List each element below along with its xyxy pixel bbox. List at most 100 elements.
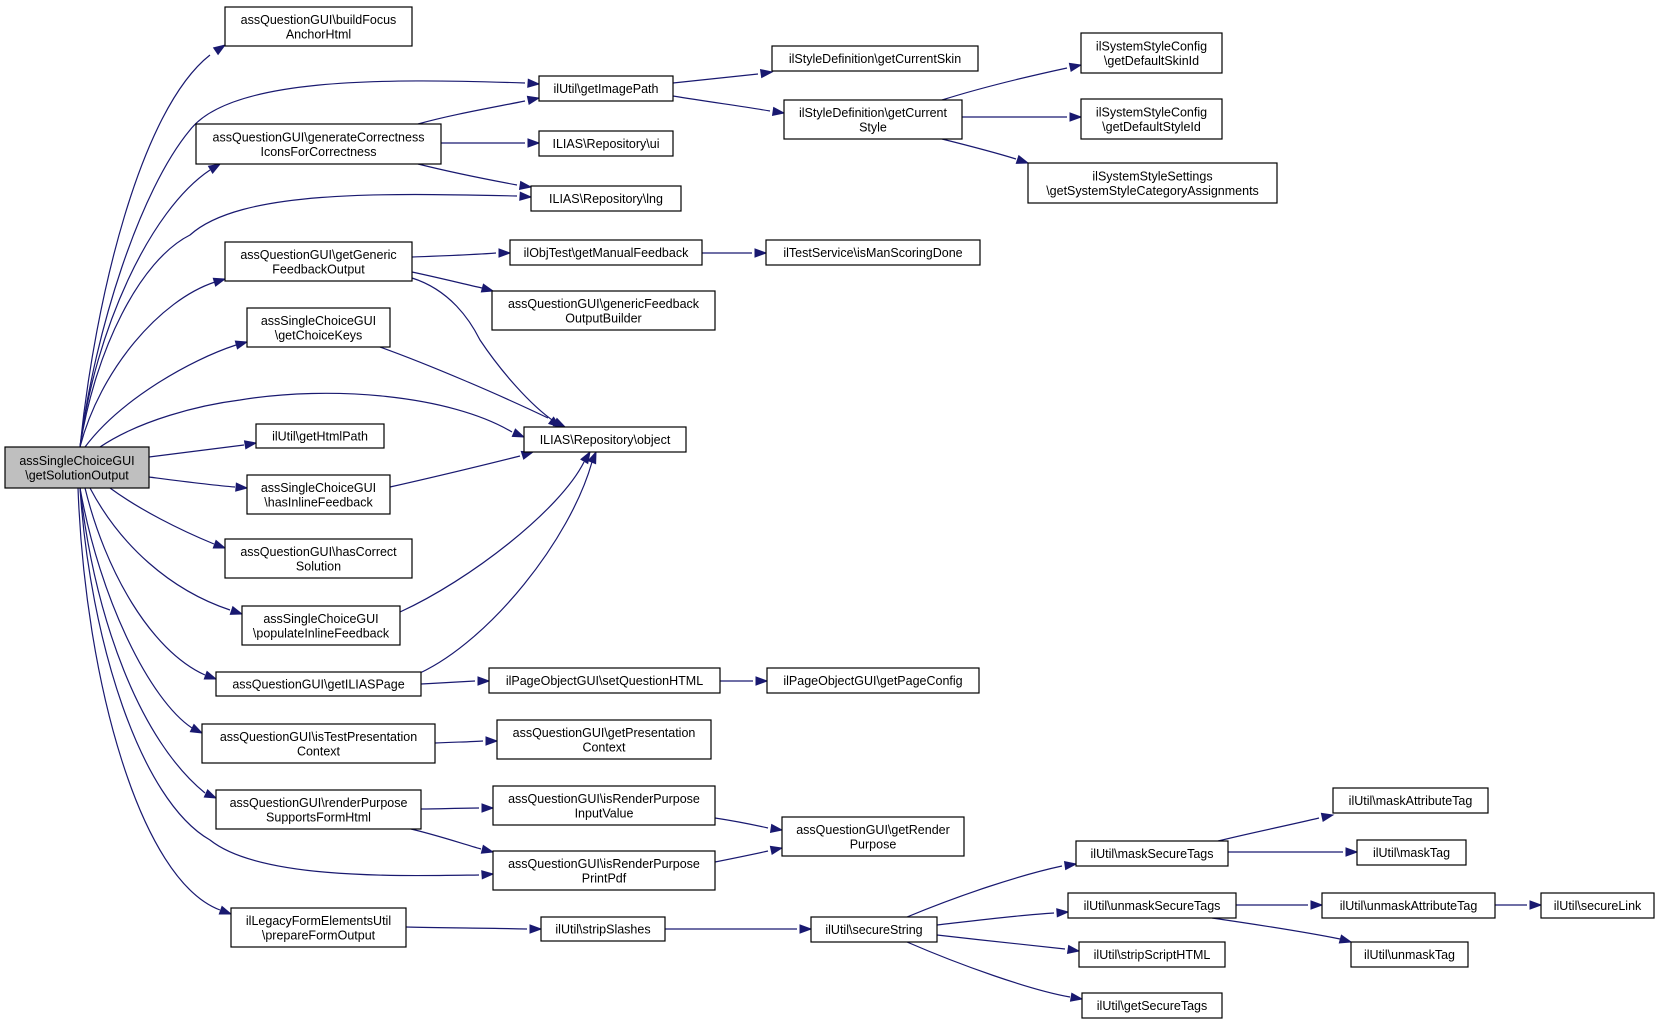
edge-line xyxy=(941,138,1017,160)
edge-hasInlineFb-repoObject xyxy=(389,450,535,488)
node-getChoiceKeys[interactable]: assSingleChoiceGUI\getChoiceKeys xyxy=(246,307,391,348)
edge-isRenderInput-getRenderPurpose xyxy=(714,817,784,834)
node-maskAttrTag[interactable]: ilUtil\maskAttributeTag xyxy=(1332,787,1489,814)
node-getCurrentSkin[interactable]: ilStyleDefinition\getCurrentSkin xyxy=(771,45,979,72)
arrowhead-icon xyxy=(518,180,533,191)
node-genericFbBuilder[interactable]: assQuestionGUI\genericFeedbackOutputBuil… xyxy=(491,290,716,331)
node-isManScoring[interactable]: ilTestService\isManScoringDone xyxy=(765,239,981,266)
node-box xyxy=(523,426,687,453)
edge-root-getGenericFb xyxy=(79,277,227,448)
node-getILIASPage[interactable]: assQuestionGUI\getILIASPage xyxy=(215,671,422,697)
edge-line xyxy=(148,476,236,488)
node-label: assSingleChoiceGUI xyxy=(19,454,134,468)
edge-line xyxy=(79,487,193,729)
node-box xyxy=(1027,162,1278,204)
edge-genCorr-getImagePath xyxy=(417,95,541,125)
node-secureString[interactable]: ilUtil\secureString xyxy=(810,916,938,943)
node-getHtmlPath[interactable]: ilUtil\getHtmlPath xyxy=(255,423,385,449)
edge-line xyxy=(434,740,484,744)
node-box xyxy=(224,538,413,579)
node-setQuestionHTML[interactable]: ilPageObjectGUI\setQuestionHTML xyxy=(488,667,721,694)
edge-root-hasCorrectSol xyxy=(109,487,227,549)
edge-line xyxy=(906,941,1071,998)
node-genCorr[interactable]: assQuestionGUI\generateCorrectnessIconsF… xyxy=(195,123,442,165)
arrowhead-icon xyxy=(1066,944,1081,955)
node-renderPurpose[interactable]: assQuestionGUI\renderPurposeSupportsForm… xyxy=(215,789,422,830)
node-repoObject[interactable]: ILIAS\Repository\object xyxy=(523,426,687,453)
node-unmaskSecure[interactable]: ilUtil\unmaskSecureTags xyxy=(1067,892,1237,919)
edge-line xyxy=(410,828,482,850)
edge-line xyxy=(148,444,245,458)
arrowhead-icon xyxy=(207,163,222,174)
node-box xyxy=(246,307,391,348)
arrowhead-icon xyxy=(212,277,227,287)
arrowhead-icon xyxy=(218,905,233,915)
arrowhead-icon xyxy=(526,95,541,106)
arrowhead-icon xyxy=(799,924,813,934)
node-getPageConfig[interactable]: ilPageObjectGUI\getPageConfig xyxy=(766,667,980,694)
node-label: ilUtil\stripScriptHTML xyxy=(1094,948,1211,962)
arrowhead-icon xyxy=(771,106,786,117)
edge-root-buildFocus xyxy=(79,44,227,448)
node-unmaskAttrTag[interactable]: ilUtil\unmaskAttributeTag xyxy=(1321,892,1496,919)
edge-root-getILIASPage xyxy=(84,487,218,680)
node-box xyxy=(496,719,712,760)
arrowhead-icon xyxy=(1056,908,1070,918)
node-unmaskTag[interactable]: ilUtil\unmaskTag xyxy=(1350,941,1469,968)
node-label: Context xyxy=(297,744,341,758)
edge-line xyxy=(79,487,480,877)
edge-line xyxy=(379,346,549,419)
arrowhead-icon xyxy=(1529,900,1543,910)
arrowhead-icon xyxy=(481,870,495,880)
node-getManualFb[interactable]: ilObjTest\getManualFeedback xyxy=(509,239,703,266)
arrowhead-icon xyxy=(547,416,562,428)
node-box xyxy=(781,816,965,857)
node-maskTag[interactable]: ilUtil\maskTag xyxy=(1356,839,1467,866)
node-catAssign[interactable]: ilSystemStyleSettings\getSystemStyleCate… xyxy=(1027,162,1278,204)
edge-maskSecure-maskTag xyxy=(1228,847,1359,857)
node-repoLng[interactable]: ILIAS\Repository\lng xyxy=(530,185,682,212)
node-defaultStyleId[interactable]: ilSystemStyleConfig\getDefaultStyleId xyxy=(1080,98,1223,140)
node-label: ilUtil\stripSlashes xyxy=(555,923,650,937)
node-getImagePath[interactable]: ilUtil\getImagePath xyxy=(538,75,674,102)
node-repoUi[interactable]: ILIAS\Repository\ui xyxy=(538,130,674,157)
edge-getCurrentStyle-defaultStyleId xyxy=(962,112,1083,122)
node-getSecureTags[interactable]: ilUtil\getSecureTags xyxy=(1081,992,1223,1019)
edge-getCurrentStyle-catAssign xyxy=(941,138,1030,164)
arrowhead-icon xyxy=(1068,62,1083,73)
edge-getCurrentStyle-defaultSkinId xyxy=(941,62,1083,101)
node-box xyxy=(1332,787,1489,814)
node-hasInlineFb[interactable]: assSingleChoiceGUI\hasInlineFeedback xyxy=(246,474,391,515)
node-stripScript[interactable]: ilUtil\stripScriptHTML xyxy=(1078,941,1226,968)
node-maskSecure[interactable]: ilUtil\maskSecureTags xyxy=(1075,840,1229,867)
node-defaultSkinId[interactable]: ilSystemStyleConfig\getDefaultSkinId xyxy=(1080,32,1223,74)
edge-secureString-unmaskSecure xyxy=(936,908,1070,926)
edge-maskSecure-maskAttrTag xyxy=(1217,812,1335,842)
node-root[interactable]: assSingleChoiceGUI\getSolutionOutput xyxy=(4,446,150,489)
node-label: InputValue xyxy=(575,806,634,820)
node-populateInline[interactable]: assSingleChoiceGUI\populateInlineFeedbac… xyxy=(241,605,401,646)
arrowhead-icon xyxy=(769,823,784,834)
arrowhead-icon xyxy=(234,340,249,350)
node-box xyxy=(4,446,150,489)
node-stripSlashes[interactable]: ilUtil\stripSlashes xyxy=(540,916,666,942)
node-secureLink[interactable]: ilUtil\secureLink xyxy=(1540,892,1655,919)
node-box xyxy=(538,130,674,157)
edge-getGenericFb-genericFbBuilder xyxy=(411,271,495,293)
arrowhead-icon xyxy=(189,723,204,734)
node-legacyForm[interactable]: ilLegacyFormElementsUtil\prepareFormOutp… xyxy=(230,907,407,948)
edge-getManualFb-isManScoring xyxy=(702,248,768,258)
node-label: \getSystemStyleCategoryAssignments xyxy=(1046,184,1259,198)
edge-isTestPres-getPresContext xyxy=(434,736,499,746)
edge-genCorr-repoLng xyxy=(417,163,533,191)
edge-root-renderPurpose xyxy=(79,487,218,799)
